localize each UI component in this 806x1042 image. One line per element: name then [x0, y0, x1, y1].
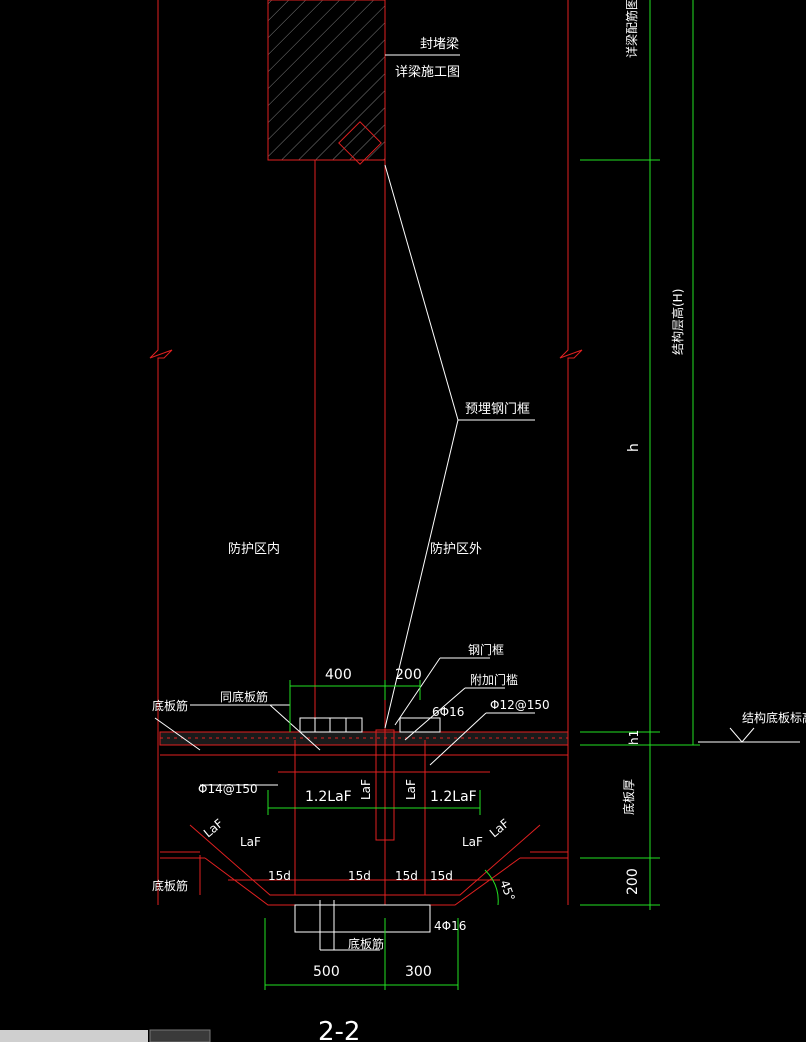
- wall-outlines: [149, 0, 583, 905]
- label-steel-frame: 钢门框: [468, 642, 504, 657]
- status-bar-fragment: [0, 1029, 211, 1042]
- label-sealing-beam: 封堵梁: [420, 37, 459, 52]
- label-slab-thickness: 底板厚: [621, 779, 636, 815]
- label-bottom-slab-bar-bottom: 底板筋: [348, 936, 384, 951]
- label-bars-12: Φ12@150: [490, 698, 550, 712]
- dimension-lines: [264, 0, 700, 990]
- label-same-slab-bar: 同底板筋: [220, 689, 268, 704]
- dim-laf-l1: LaF: [201, 816, 226, 840]
- label-h1: h1: [627, 730, 641, 745]
- section-title: 2-2: [318, 1017, 360, 1042]
- dim-laf-l2: LaF: [240, 835, 261, 849]
- dim-angle: 45°: [497, 878, 517, 903]
- label-sealing-beam-ref: 详梁施工图: [395, 65, 460, 80]
- dim-laf-v1: LaF: [359, 779, 373, 800]
- label-bottom-bars: 4Φ16: [434, 919, 466, 933]
- label-top-bars: 6Φ16: [432, 705, 464, 719]
- label-extra-door-bar: 附加门槛: [470, 672, 518, 687]
- drawing-labels: 封堵梁 详梁施工图 预埋钢门框 防护区内 防护区外 钢门框 附加门槛 底板筋 同…: [152, 0, 806, 1042]
- dim-200-top: 200: [395, 667, 422, 683]
- label-structure-height: 结构层高(H): [670, 289, 685, 355]
- label-embedded-frame: 预埋钢门框: [465, 402, 530, 417]
- dim-laf-v2: LaF: [404, 779, 418, 800]
- dim-500: 500: [313, 964, 340, 980]
- label-bottom-slab-bar-left: 底板筋: [152, 698, 188, 713]
- dim-200-side: 200: [625, 868, 641, 895]
- dim-400: 400: [325, 667, 352, 683]
- dim-laf-r1: LaF: [462, 835, 483, 849]
- dim-lap-right: 1.2LaF: [430, 789, 477, 805]
- dim-laf-r2: LaF: [487, 816, 512, 840]
- dim-15d-1: 15d: [268, 869, 291, 883]
- dim-15d-2: 15d: [348, 869, 371, 883]
- label-h: h: [626, 443, 642, 452]
- dim-lap-left: 1.2LaF: [305, 789, 352, 805]
- label-zone-outside: 防护区外: [430, 541, 482, 557]
- label-bottom-slab-bar-left2: 底板筋: [152, 878, 188, 893]
- dim-15d-4: 15d: [430, 869, 453, 883]
- floor-slab: [159, 717, 569, 933]
- dim-15d-3: 15d: [395, 869, 418, 883]
- label-beam-detail-ref: 详梁配筋图: [624, 0, 639, 58]
- label-bars-14: Φ14@150: [198, 782, 258, 796]
- label-slab-elevation: 结构底板标高: [742, 710, 806, 725]
- dim-300: 300: [405, 964, 432, 980]
- leader-lines: [154, 54, 800, 951]
- label-zone-inside: 防护区内: [228, 541, 280, 557]
- sealing-beam: [267, 0, 386, 165]
